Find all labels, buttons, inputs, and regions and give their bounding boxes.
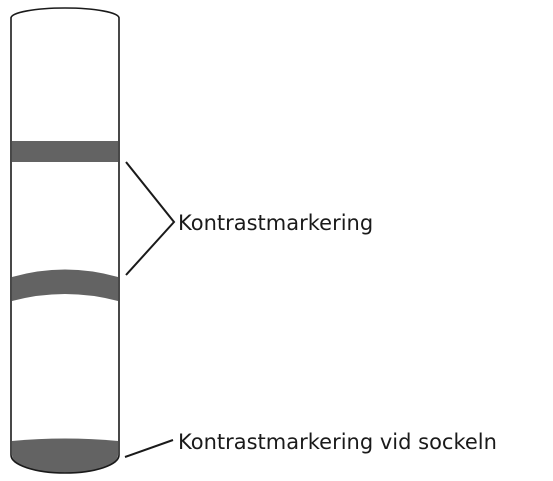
column-outline xyxy=(10,7,120,474)
label-contrast-marking: Kontrastmarkering xyxy=(178,211,373,235)
column-body xyxy=(11,8,119,473)
contrast-band-base xyxy=(12,438,118,473)
contrast-band-middle xyxy=(12,269,118,301)
contrast-band-upper xyxy=(12,141,118,162)
leader-line-contrast-marking-base xyxy=(124,439,174,458)
leader-line-contrast-marking xyxy=(125,161,176,276)
label-contrast-marking-base: Kontrastmarkering vid sockeln xyxy=(178,430,497,454)
